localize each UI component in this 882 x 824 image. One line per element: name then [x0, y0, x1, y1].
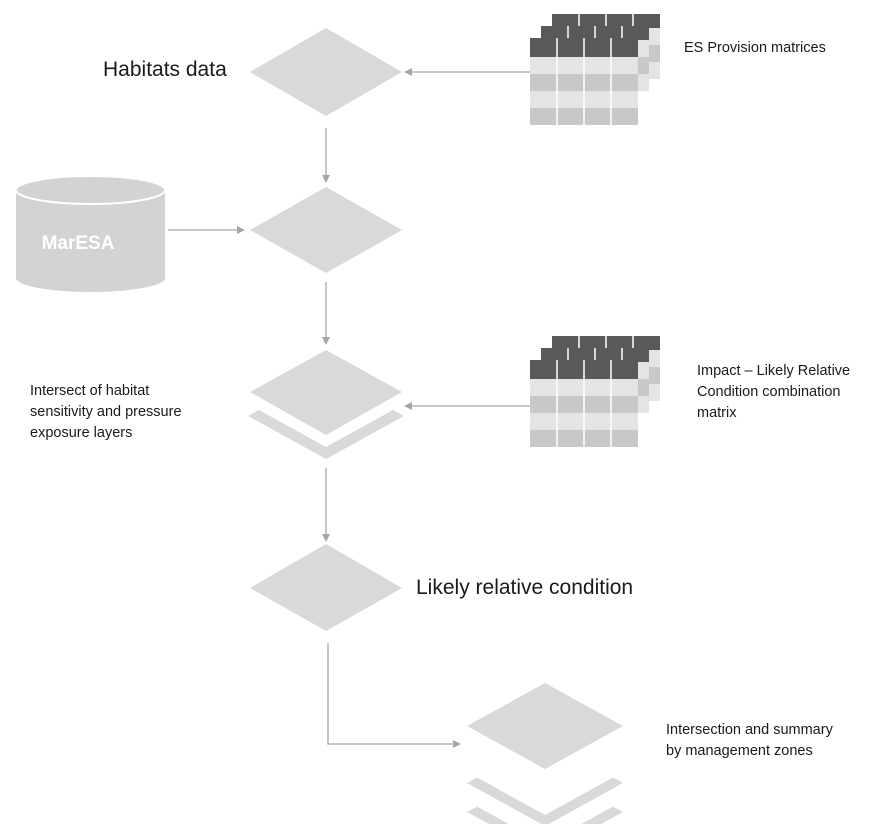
maresa-database-icon: MarESA	[15, 175, 166, 292]
habitats-data-label: Habitats data	[103, 58, 227, 81]
summary-label: Intersection and summary by management z…	[666, 720, 833, 762]
intersect-label-line-2: sensitivity and pressure	[30, 404, 182, 420]
impact-label-line-3: matrix	[697, 405, 737, 421]
impact-matrix-icon	[530, 336, 660, 450]
habitats-data-diamond	[250, 28, 402, 116]
summary-layer-2-gap	[467, 729, 623, 815]
summary-label-line-2: by management zones	[666, 743, 813, 759]
intersect-layers-icon	[248, 350, 404, 459]
maresa-join-diamond	[250, 187, 402, 273]
es-provision-matrix-icon	[530, 14, 660, 128]
maresa-label: MarESA	[42, 233, 115, 254]
likely-condition-diamond	[250, 544, 402, 631]
intersect-label-line-1: Intersect of habitat	[30, 383, 150, 399]
es-provision-label: ES Provision matrices	[684, 40, 826, 56]
intersect-label-line-3: exposure layers	[30, 425, 133, 441]
intersect-label: Intersect of habitat sensitivity and pre…	[30, 381, 182, 444]
likely-condition-label: Likely relative condition	[416, 576, 634, 599]
connector-condition-to-summary	[327, 643, 461, 748]
impact-label-line-1: Impact – Likely Relative	[697, 363, 851, 379]
impact-label: Impact – Likely Relative Condition combi…	[697, 361, 850, 424]
summary-layer-1	[467, 683, 623, 769]
impact-label-line-2: Condition combination	[697, 384, 841, 400]
summary-label-line-1: Intersection and summary	[666, 722, 833, 738]
connectors	[168, 68, 530, 748]
summary-layers-icon	[467, 683, 623, 824]
layer-top	[250, 350, 402, 435]
